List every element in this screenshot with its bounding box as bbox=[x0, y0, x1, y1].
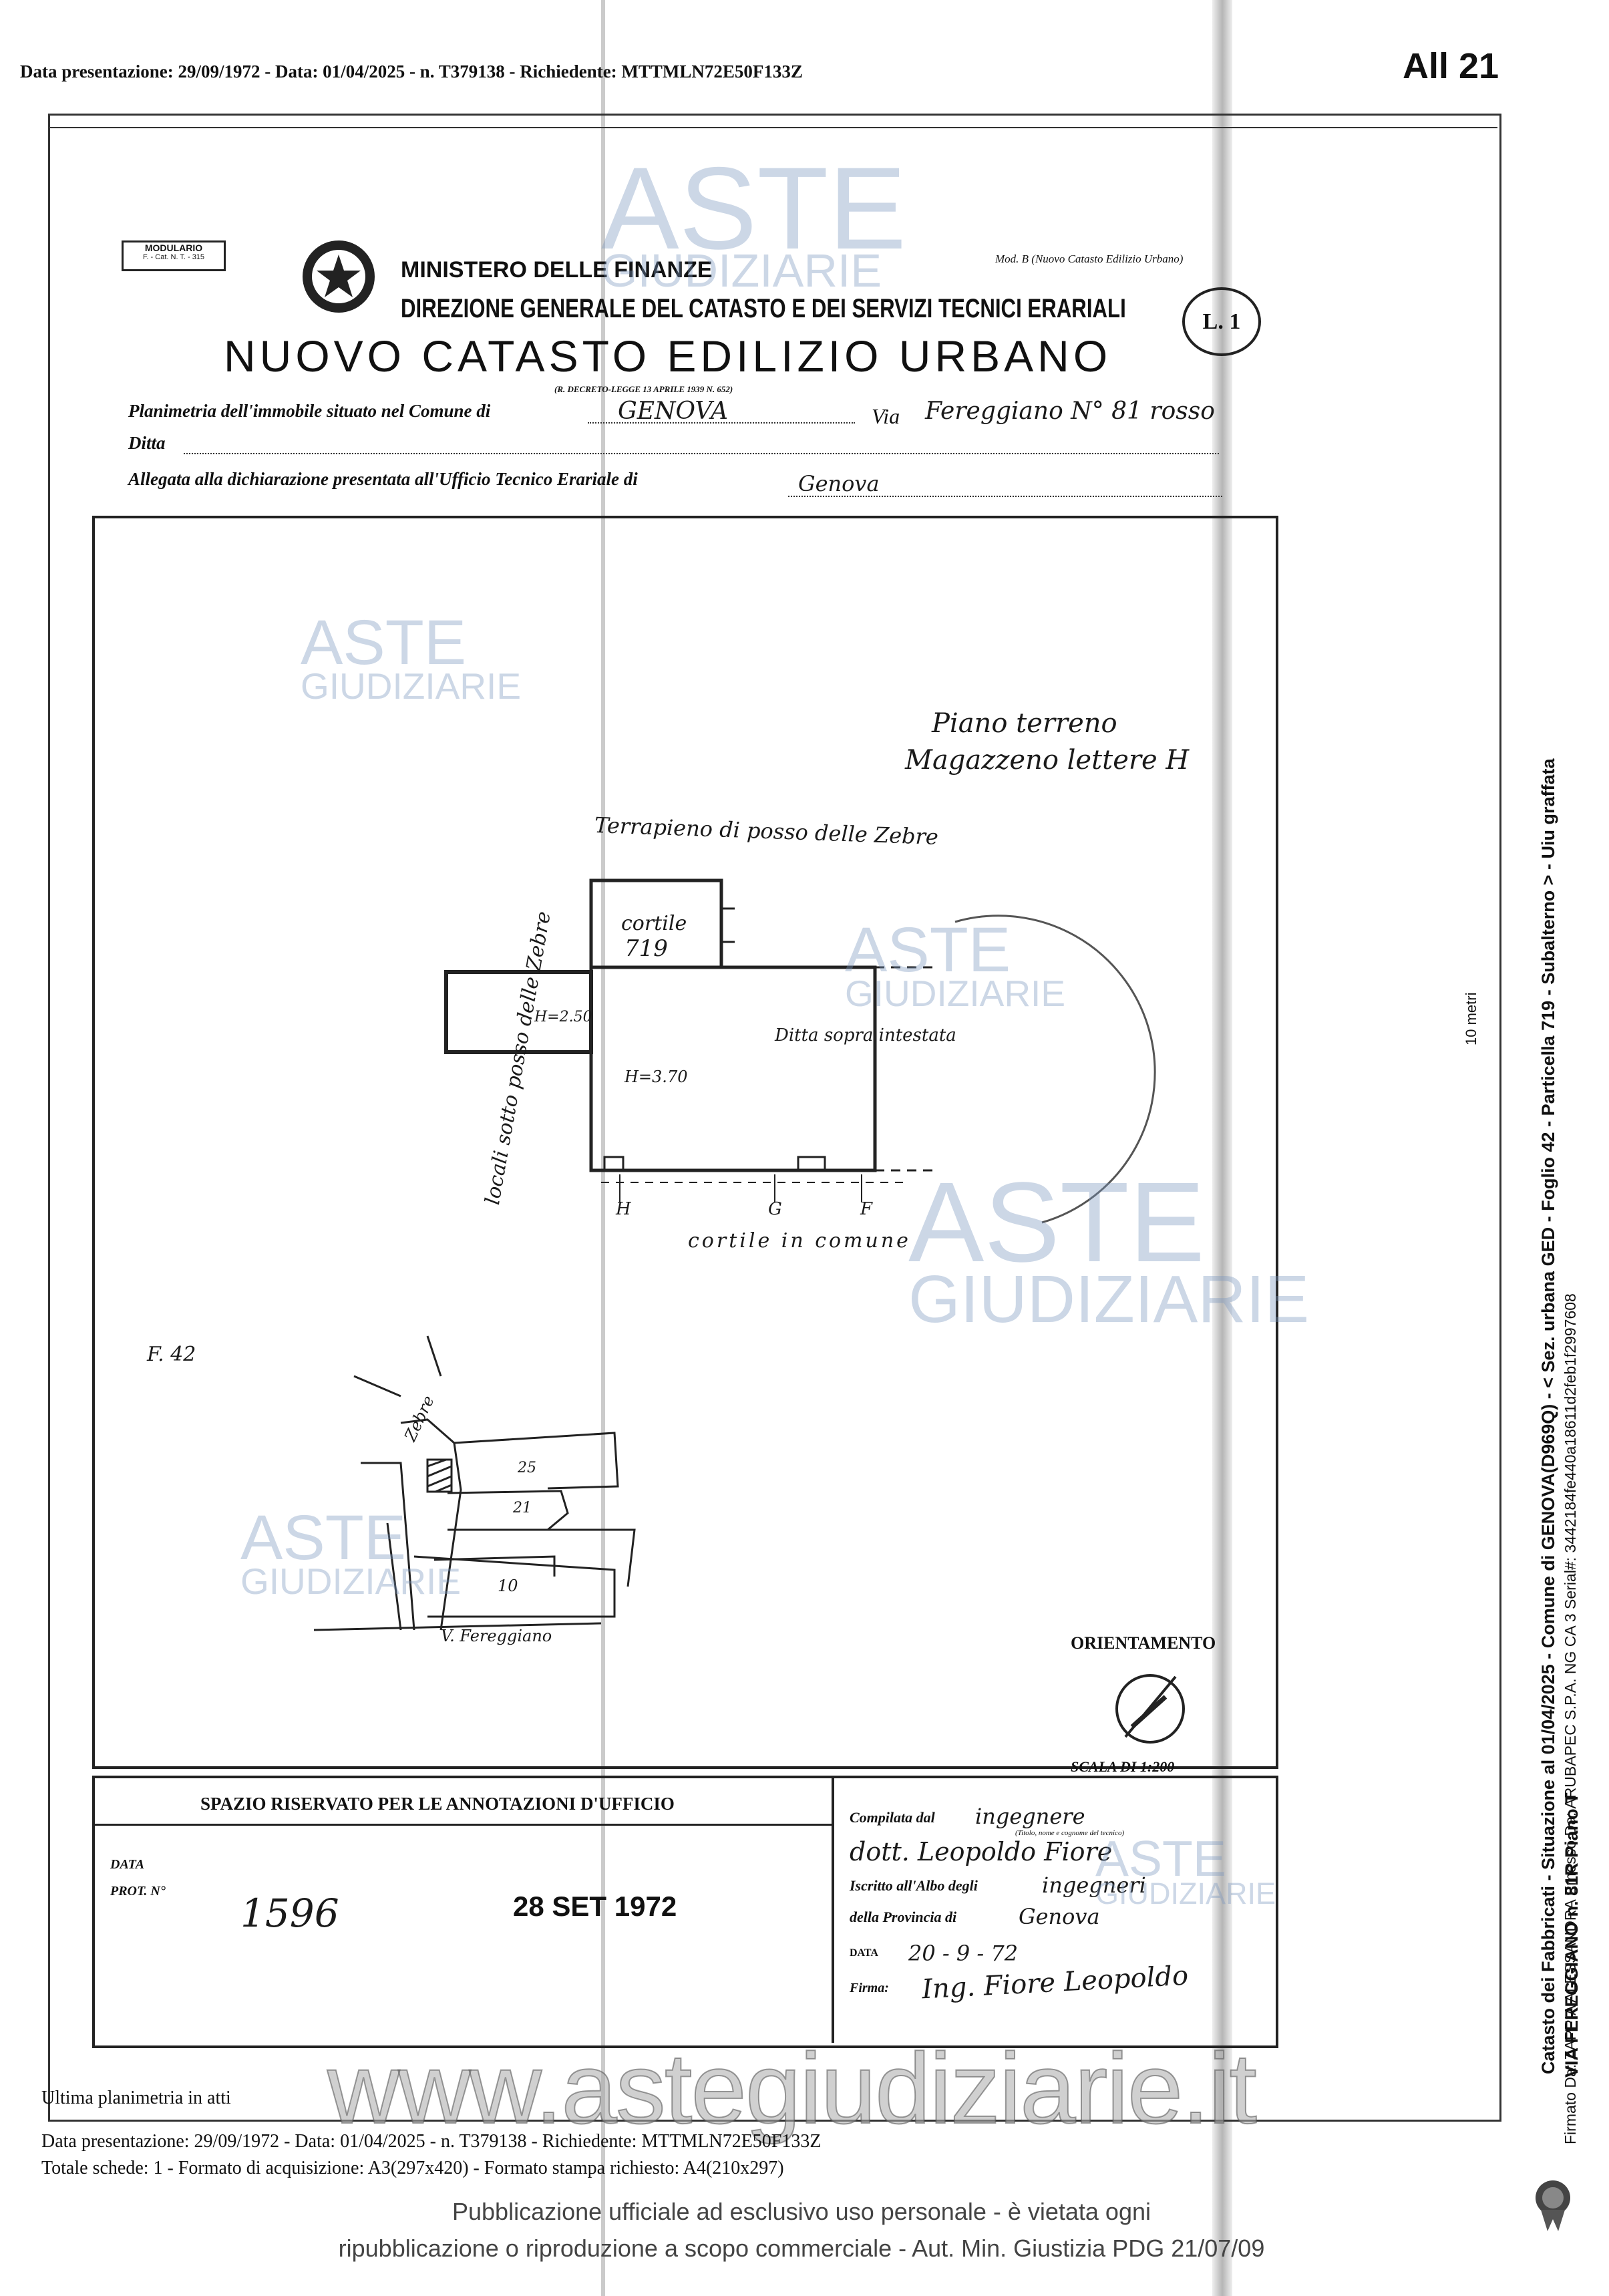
ultima-label: Ultima planimetria in atti bbox=[41, 2088, 231, 2108]
north-arrow-icon bbox=[1115, 1674, 1185, 1744]
provincia-value: Genova bbox=[1019, 1904, 1100, 1929]
decree-label: (R. DECRETO-LEGGE 13 APRILE 1939 N. 652) bbox=[554, 384, 733, 394]
data-f-value: 20 - 9 - 72 bbox=[908, 1941, 1019, 1966]
reserved-title: SPAZIO RISERVATO PER LE ANNOTAZIONI D'UF… bbox=[200, 1794, 675, 1814]
watermark-giudiziarie-text: GIUDIZIARIE bbox=[908, 1262, 1310, 1337]
parcel-hatch bbox=[426, 1458, 453, 1493]
modulario-label: MODULARIO bbox=[144, 242, 203, 253]
republic-emblem-icon bbox=[299, 237, 378, 316]
office-header-line bbox=[92, 1824, 832, 1826]
watermark-4: ASTE GIUDIZIARIE bbox=[908, 1166, 1309, 1333]
watermark-5: ASTE GIUDIZIARIE bbox=[240, 1506, 461, 1600]
watermark-giudiziarie-text: GIUDIZIARIE bbox=[845, 973, 1066, 1014]
stamp-circle: L. 1 bbox=[1182, 287, 1261, 356]
watermark-2: ASTE GIUDIZIARIE bbox=[301, 611, 521, 705]
iscritto-label: Iscritto all'Albo degli bbox=[850, 1877, 978, 1894]
foglio-label: F. 42 bbox=[147, 1343, 196, 1366]
watermark-aste-text: ASTE bbox=[845, 915, 1011, 985]
allegata-line bbox=[788, 496, 1222, 497]
watermark-aste-text: ASTE bbox=[240, 1502, 407, 1573]
compilata-label: Compilata dal bbox=[850, 1809, 935, 1826]
comune-value: GENOVA bbox=[618, 397, 728, 425]
form-title: NUOVO CATASTO EDILIZIO URBANO bbox=[224, 331, 1112, 381]
modulario-box: MODULARIO F. - Cat. N. T. - 315 bbox=[122, 240, 226, 271]
side-signature-line: Firmato Da: ZAPPIA ALESSANDRA Emesso Da:… bbox=[1562, 1293, 1579, 2144]
watermark-aste-text: ASTE bbox=[908, 1159, 1206, 1286]
directorate-name: DIREZIONE GENERALE DEL CATASTO E DEI SER… bbox=[401, 294, 1126, 323]
watermark-1: ASTE GIUDIZIARIE bbox=[601, 150, 906, 294]
page-badge: All 21 bbox=[1403, 46, 1499, 86]
notice-line-1: Pubblicazione ufficiale ad esclusivo uso… bbox=[452, 2198, 1151, 2225]
height-left-label: H=2.50 bbox=[534, 1009, 592, 1025]
provincia-label: della Provincia di bbox=[850, 1909, 957, 1925]
map-via-label: V. Fereggiano bbox=[441, 1627, 552, 1645]
cortile-top-label: cortile bbox=[621, 912, 687, 935]
map-n10-label: 10 bbox=[498, 1577, 518, 1595]
footer-line-2: Totale schede: 1 - Formato di acquisizio… bbox=[41, 2158, 784, 2178]
letter-h-label: H bbox=[616, 1199, 631, 1219]
cortile-bottom-label: cortile in comune bbox=[688, 1229, 911, 1253]
height-main-label: H=3.70 bbox=[624, 1068, 688, 1086]
particella-label: 719 bbox=[624, 935, 668, 962]
header-line: Data presentazione: 29/09/1972 - Data: 0… bbox=[20, 61, 803, 81]
watermark-giudiziarie-text: GIUDIZIARIE bbox=[301, 665, 522, 707]
seal-icon bbox=[1533, 2178, 1573, 2231]
drawing-frame bbox=[92, 516, 1278, 1769]
allegata-label: Allegata alla dichiarazione presentata a… bbox=[128, 469, 638, 489]
office-box bbox=[92, 1776, 1278, 2048]
map-n25-label: 25 bbox=[518, 1460, 536, 1476]
map-n21-label: 21 bbox=[513, 1500, 532, 1516]
watermark-giudiziarie-text: GIUDIZIARIE bbox=[1095, 1876, 1276, 1911]
office-divider bbox=[832, 1776, 834, 2043]
scan-line-right bbox=[1212, 0, 1232, 2296]
via-label: Via bbox=[872, 404, 900, 428]
letter-g-label: G bbox=[768, 1199, 782, 1219]
scan-line-left bbox=[601, 0, 605, 2296]
iscritto-value: ingegneri bbox=[1042, 1872, 1146, 1898]
date-stamp: 28 SET 1972 bbox=[513, 1891, 677, 1922]
prot-label: PROT. N° bbox=[110, 1884, 166, 1899]
footer-line-1: Data presentazione: 29/09/1972 - Data: 0… bbox=[41, 2131, 822, 2152]
ditta-label: Ditta bbox=[128, 433, 166, 453]
watermark-6: ASTE GIUDIZIARIE bbox=[1095, 1834, 1276, 1909]
comune-line bbox=[588, 422, 855, 424]
firma-label: Firma: bbox=[850, 1981, 889, 1995]
watermark-aste-text: ASTE bbox=[1095, 1830, 1226, 1887]
watermark-aste-text: ASTE bbox=[301, 607, 467, 678]
ditta-note-label: Ditta sopra intestata bbox=[775, 1025, 956, 1045]
side-cadastral-line: Catasto dei Fabbricati - Situazione al 0… bbox=[1538, 758, 1558, 2074]
watermark-aste-text: ASTE bbox=[601, 144, 907, 274]
via-value: Fereggiano N° 81 rosso bbox=[925, 397, 1215, 425]
prot-value: 1596 bbox=[240, 1891, 339, 1936]
data-f-label: DATA bbox=[850, 1947, 878, 1959]
ditta-line bbox=[184, 453, 1219, 454]
letter-f-label: F bbox=[860, 1199, 873, 1219]
orientamento-label: ORIENTAMENTO bbox=[1071, 1633, 1216, 1653]
outer-frame bbox=[48, 114, 1501, 2122]
notice-line-2: ripubblicazione o riproduzione a scopo c… bbox=[338, 2235, 1265, 2262]
ministry-name: MINISTERO DELLE FINANZE bbox=[401, 257, 713, 283]
scala-label: SCALA DI 1:200 bbox=[1071, 1758, 1175, 1775]
site-watermark: www.astegiudiziarie.it bbox=[327, 2031, 1258, 2145]
floor-label: Piano terreno bbox=[932, 708, 1117, 739]
stamp-value: L. 1 bbox=[1202, 309, 1241, 334]
side-scale-mark: 10 metri bbox=[1463, 992, 1479, 1045]
planimetria-label: Planimetria dell'immobile situato nel Co… bbox=[128, 401, 491, 421]
compilata-value: ingegnere bbox=[975, 1804, 1085, 1829]
data-label: DATA bbox=[110, 1857, 145, 1872]
frame-tick-top bbox=[48, 127, 1497, 128]
tecnico-value: dott. Leopoldo Fiore bbox=[850, 1837, 1113, 1866]
watermark-giudiziarie-text: GIUDIZIARIE bbox=[601, 244, 882, 297]
unit-label: Magazzeno lettere H bbox=[905, 745, 1190, 776]
model-label: Mod. B (Nuovo Catasto Edilizio Urbano) bbox=[995, 253, 1184, 265]
watermark-3: ASTE GIUDIZIARIE bbox=[845, 919, 1065, 1012]
modulario-code: F. - Cat. N. T. - 315 bbox=[142, 253, 205, 261]
compilata-small: (Titolo, nome e cognome del tecnico) bbox=[1015, 1829, 1125, 1837]
ufficio-value: Genova bbox=[798, 471, 880, 496]
watermark-giudiziarie-text: GIUDIZIARIE bbox=[240, 1561, 462, 1602]
